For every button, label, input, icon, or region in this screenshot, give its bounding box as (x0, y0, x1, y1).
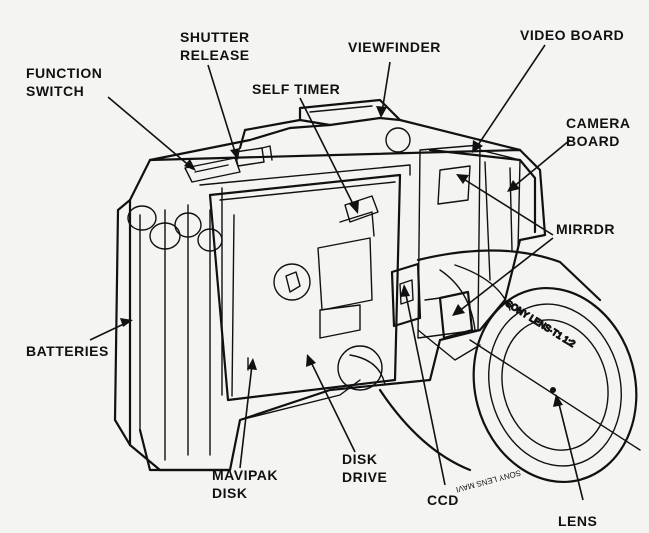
label-disk-drive-line2: DRIVE (342, 469, 387, 485)
label-camera-board-line1: CAMERA (566, 115, 630, 131)
label-function-switch-line1: FUNCTION (26, 65, 102, 81)
camera-body (113, 98, 547, 472)
label-shutter-release-line1: SHUTTER (180, 29, 250, 45)
ccd-mirror (390, 262, 481, 361)
label-self-timer: SELF TIMER (252, 81, 340, 97)
labels: SHUTTER RELEASE VIEWFINDER VIDEO BOARD F… (26, 27, 630, 529)
disk-drive-assembly (199, 164, 411, 402)
leader-function-switch (107, 96, 193, 169)
label-mirror: MIRRDR (556, 221, 615, 237)
lens-ring-text-bottom: SONY LENS MAVI (455, 468, 522, 494)
lens-barrel: SONY LENS·T1 1:2 SONY LENS MAVI (337, 249, 641, 494)
leader-disk-drive (309, 359, 356, 453)
label-viewfinder: VIEWFINDER (348, 39, 441, 55)
label-lens: LENS (558, 513, 597, 529)
leader-shutter-release (207, 64, 237, 156)
label-shutter-release-line2: RELEASE (180, 47, 250, 63)
leader-lines (89, 44, 584, 501)
label-video-board: VIDEO BOARD (520, 27, 624, 43)
label-mavipak-disk-line2: DISK (212, 485, 247, 501)
leader-mirror-lower (457, 237, 554, 313)
leader-ccd (404, 289, 446, 486)
leader-mirror-upper (461, 177, 554, 236)
leader-camera-board (511, 139, 571, 189)
label-disk-drive-line1: DISK (342, 451, 377, 467)
label-batteries: BATTERIES (26, 343, 109, 359)
leader-batteries (89, 321, 129, 341)
label-camera-board-line2: BOARD (566, 133, 620, 149)
leader-mavipak-disk (239, 364, 253, 469)
label-mavipak-disk-line1: MAVIPAK (212, 467, 278, 483)
leader-lens (557, 399, 584, 501)
leader-self-timer (299, 97, 356, 209)
self-timer-element (344, 195, 379, 223)
leader-viewfinder (381, 61, 391, 113)
label-ccd: CCD (427, 492, 459, 508)
top-controls (184, 145, 273, 183)
label-function-switch-line2: SWITCH (26, 83, 84, 99)
leader-video-board (475, 44, 546, 149)
